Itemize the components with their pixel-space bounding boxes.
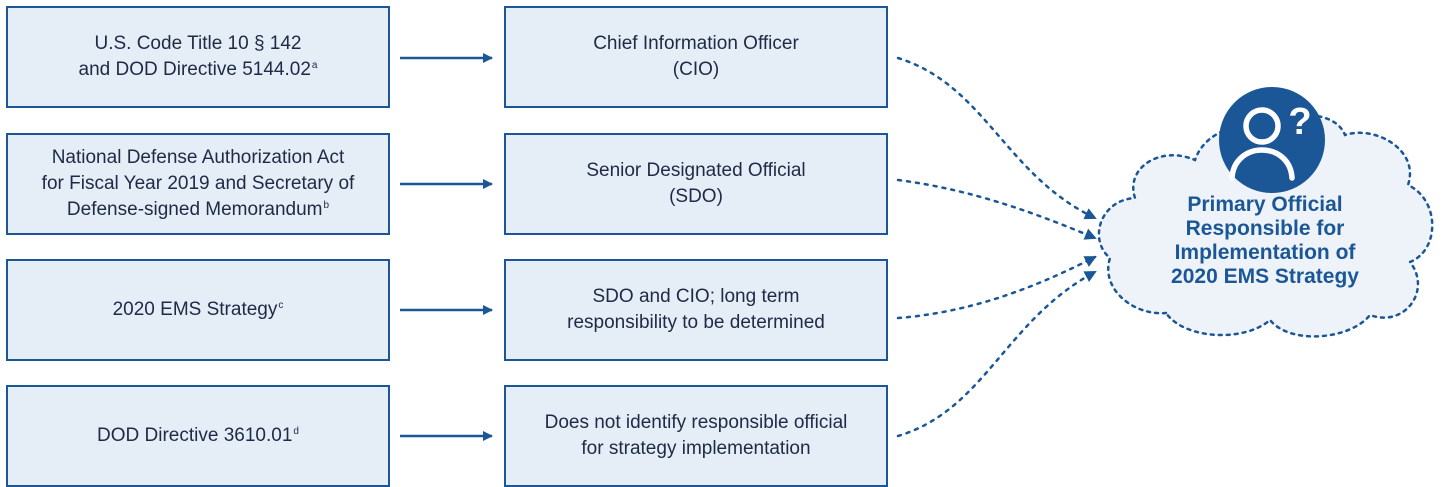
source-box-2: National Defense Authorization Act for F… [6,133,390,235]
target-line-4: 2020 EMS Strategy [1171,265,1359,288]
official-2-line-1: Senior Designated Official [586,160,806,181]
source-box-4: DOD Directive 3610.01d [6,385,390,487]
official-box-2: Senior Designated Official (SDO) [504,133,888,235]
source-1-line-2: and DOD Directive 5144.02 [78,59,311,80]
source-1-line-1: U.S. Code Title 10 § 142 [94,33,302,54]
target-cloud [1097,114,1434,338]
source-box-1: U.S. Code Title 10 § 142 and DOD Directi… [6,6,390,108]
dotted-arrow-2 [896,178,1097,240]
source-2-line-3: Defense-signed Memorandum [66,199,323,220]
target-label: Primary Official Responsible for Impleme… [1140,193,1390,289]
official-box-3: SDO and CIO; long term responsibility to… [504,259,888,361]
official-3-line-2: responsibility to be determined [567,312,825,333]
source-2-line-1: National Defense Authorization Act [51,147,345,168]
official-4-line-2: for strategy implementation [581,438,811,459]
official-3-line-1: SDO and CIO; long term [592,286,800,307]
target-line-2: Responsible for [1185,217,1345,240]
official-2-line-2: (SDO) [669,186,723,207]
official-box-1: Chief Information Officer (CIO) [504,6,888,108]
source-box-3: 2020 EMS Strategyc [6,259,390,361]
dotted-arrow-4 [896,270,1097,438]
target-line-3: Implementation of [1174,241,1356,264]
person-question-icon: ? [1219,87,1325,193]
footnote-a: a [311,60,318,71]
official-box-4: Does not identify responsible official f… [504,385,888,487]
official-1-line-2: (CIO) [672,59,720,80]
svg-text:?: ? [1288,101,1311,143]
official-4-line-1: Does not identify responsible official [544,412,848,433]
dotted-arrow-1 [896,56,1097,220]
dotted-arrow-3 [896,255,1097,320]
source-4-line-1: DOD Directive 3610.01 [97,425,293,446]
footnote-b: b [323,200,330,211]
source-2-line-2: for Fiscal Year 2019 and Secretary of [41,173,355,194]
source-3-line-1: 2020 EMS Strategy [112,299,278,320]
footnote-d: d [293,426,299,437]
target-line-1: Primary Official [1187,193,1343,216]
footnote-c: c [278,300,284,311]
official-1-line-1: Chief Information Officer [593,33,799,54]
